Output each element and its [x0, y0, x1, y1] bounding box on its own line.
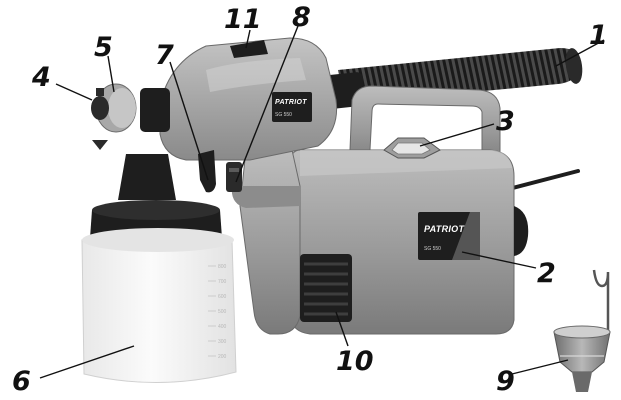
gun-model-label: SG 550	[275, 112, 292, 118]
feed-neck	[118, 154, 176, 200]
viscosity-cup	[553, 269, 611, 392]
callout-11: 11	[224, 4, 262, 35]
brand-label: PATRIOT	[424, 224, 465, 234]
spray-gun-body: PATRIOT SG 550	[159, 37, 338, 161]
gun-grip	[231, 149, 301, 335]
top-latch	[383, 137, 441, 159]
callout-7: 7	[155, 40, 174, 71]
gun-brand-label: PATRIOT	[275, 99, 307, 106]
power-cord	[503, 169, 580, 192]
scale-tick-label: 500	[218, 309, 227, 315]
leader-3	[419, 123, 495, 147]
leader-10	[335, 311, 349, 347]
nozzle-assembly	[91, 83, 170, 150]
spray-gun-top	[230, 40, 268, 58]
callout-3: 3	[496, 106, 515, 137]
leader-7	[169, 61, 209, 181]
air-vent	[300, 254, 352, 322]
scale-tick-label: 600	[218, 294, 227, 300]
paint-container: 800 700 600 500 400 300 200	[81, 228, 237, 384]
leader-1	[555, 39, 605, 67]
scale-tick-label: 200	[218, 354, 227, 360]
callout-4: 4	[31, 62, 51, 93]
callout-labels: 1 2 3 4 5 6 7 8 9 10 11	[12, 2, 608, 397]
leader-4	[55, 83, 93, 101]
callout-2: 2	[537, 258, 556, 289]
leader-6	[39, 345, 135, 379]
trigger	[198, 150, 216, 193]
callout-6: 6	[12, 366, 31, 397]
leader-9	[511, 359, 569, 375]
scale-tick-label: 700	[218, 279, 227, 285]
callout-10: 10	[336, 346, 374, 377]
leader-8	[235, 25, 299, 183]
callout-5: 5	[94, 32, 113, 63]
container-scale: 800 700 600 500 400 300 200	[208, 264, 227, 360]
callout-1: 1	[589, 20, 608, 51]
callout-9: 9	[496, 366, 515, 397]
flow-regulator	[226, 162, 242, 192]
leader-5	[107, 55, 115, 93]
scale-tick-label: 400	[218, 324, 227, 330]
gun-brand-plate	[272, 92, 312, 122]
callout-8: 8	[292, 2, 311, 33]
leader-lines	[39, 25, 605, 379]
nozzle-tip	[91, 96, 109, 120]
leader-11	[245, 29, 251, 49]
model-label: SG 550	[424, 246, 441, 252]
leader-2	[461, 251, 537, 269]
scale-tick-label: 800	[218, 264, 227, 270]
scale-tick-label: 300	[218, 339, 227, 345]
